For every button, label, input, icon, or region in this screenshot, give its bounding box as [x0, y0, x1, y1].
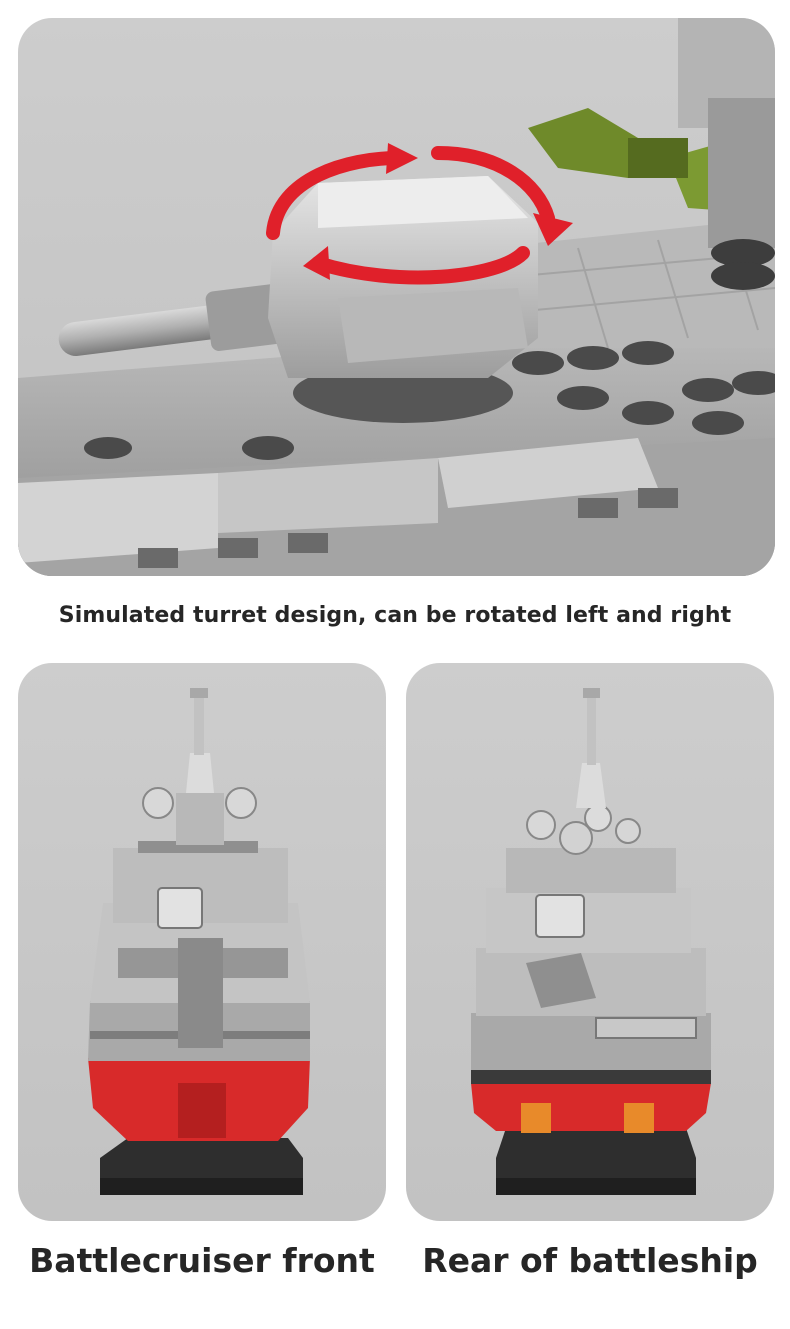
radar-dish	[559, 821, 593, 855]
upper-deck	[506, 848, 676, 893]
battlecruiser-front-photo	[18, 663, 386, 1221]
radar-dish	[615, 818, 641, 844]
aft-deck	[476, 948, 706, 1016]
hull-waterline	[471, 1068, 711, 1084]
turret-top	[318, 176, 528, 228]
radar-dish	[526, 810, 556, 840]
hull-panel	[18, 473, 218, 563]
forward-gun	[178, 938, 223, 1048]
hull-portholes	[138, 488, 678, 568]
rotation-arrows-icon	[266, 146, 555, 285]
missile-launcher	[526, 953, 596, 1008]
turret-front-plate	[338, 288, 528, 363]
red-hull	[471, 1083, 711, 1131]
propeller-right	[624, 1103, 654, 1133]
radar-dish	[584, 804, 612, 832]
mast-top	[190, 688, 208, 698]
green-radar-parts	[528, 98, 775, 290]
stern-railing	[595, 1017, 697, 1039]
mast-dome	[186, 753, 214, 793]
deck-tiles	[488, 218, 775, 348]
hatch-panel	[535, 894, 585, 938]
hull-panel	[438, 438, 658, 508]
battleship-rear-photo	[406, 663, 774, 1221]
radar-dish-right	[225, 787, 257, 819]
turret-caption: Simulated turret design, can be rotated …	[58, 603, 732, 628]
radar-dish-left	[142, 787, 174, 819]
bridge-block	[176, 793, 224, 845]
stand-base	[496, 1178, 696, 1195]
main-mast	[587, 693, 596, 765]
hatch-panel	[157, 887, 203, 929]
deck-studs	[84, 341, 775, 460]
main-mast	[194, 693, 204, 755]
superstructure	[486, 888, 691, 953]
mast-dome	[576, 763, 606, 808]
bow-keel	[178, 1083, 226, 1138]
hull-panel	[218, 458, 438, 533]
propeller-left	[521, 1103, 551, 1133]
stand-base	[100, 1178, 303, 1195]
rear-view-caption: Rear of battleship	[422, 1241, 758, 1280]
turret-closeup-photo	[18, 18, 775, 576]
deck-tile-grid	[497, 231, 775, 349]
rotation-arrowheads	[303, 143, 573, 280]
bridge-windows	[138, 841, 258, 853]
mast-top	[583, 688, 600, 698]
front-view-caption: Battlecruiser front	[29, 1241, 375, 1280]
